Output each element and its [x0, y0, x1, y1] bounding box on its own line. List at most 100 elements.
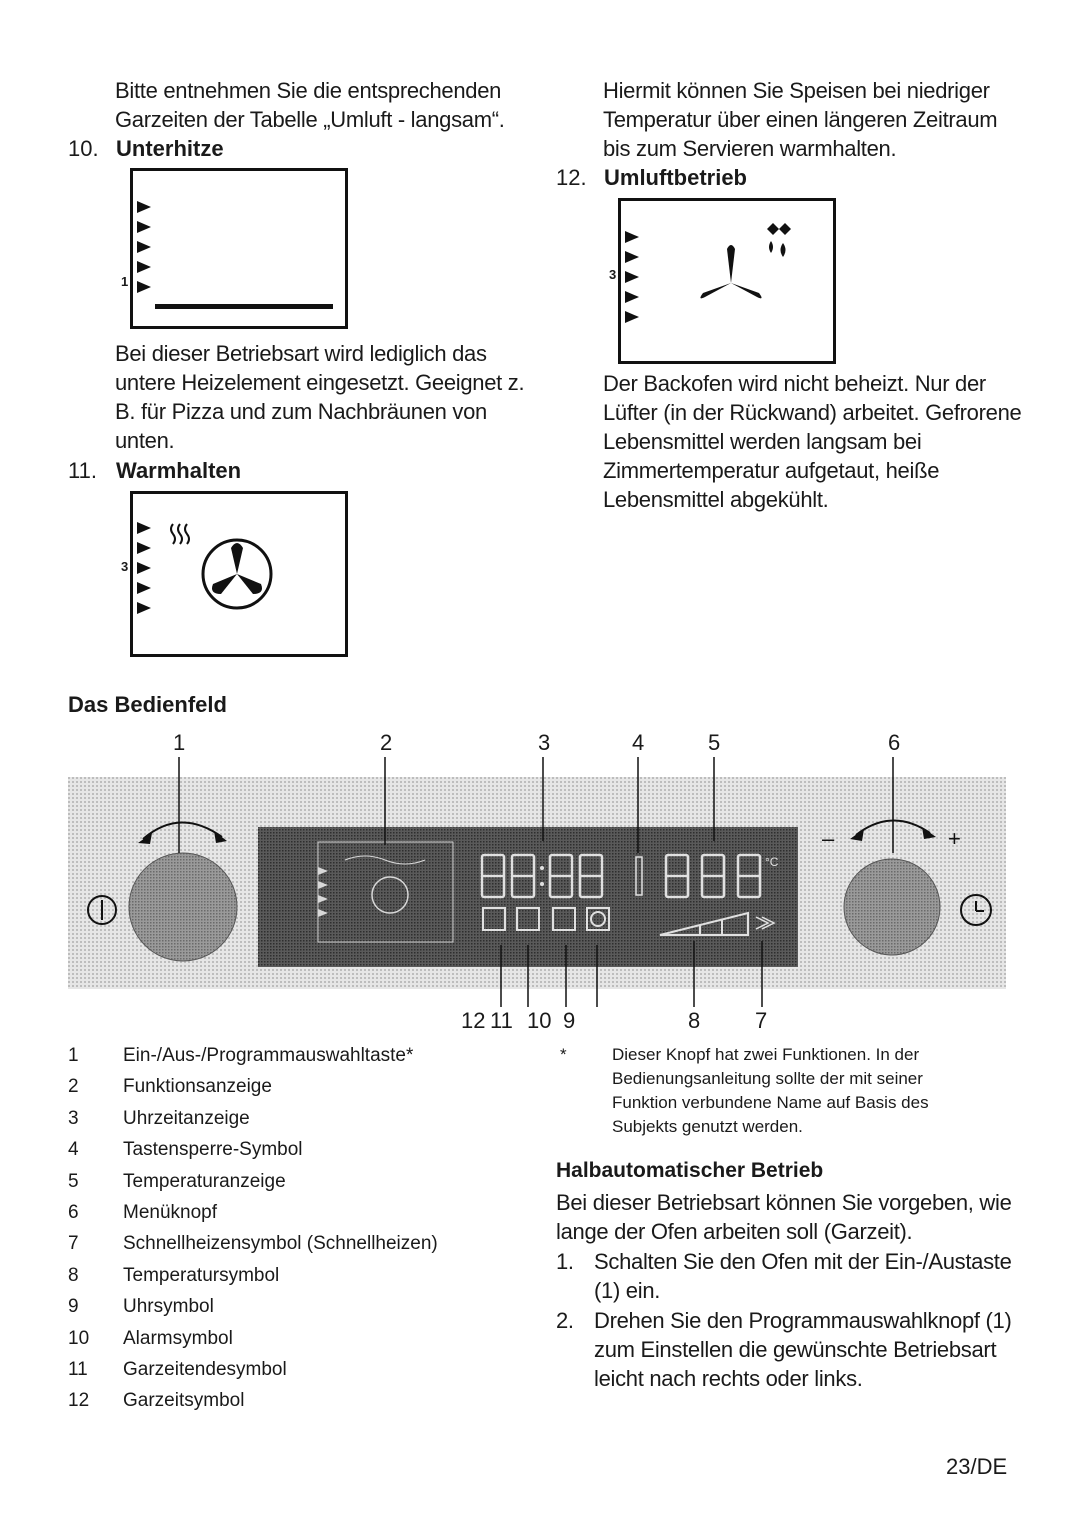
warmhalten-icon	[137, 522, 273, 614]
footnote-mark: *	[560, 1045, 567, 1064]
step-number: 2.	[556, 1308, 574, 1333]
menu-knob	[843, 858, 941, 956]
page-number: 23/DE	[946, 1454, 1008, 1479]
step-number: 1.	[556, 1249, 574, 1274]
legend-label: Ein-/Aus-/Programmauswahltaste*	[123, 1045, 414, 1066]
callout-number-8: 8	[688, 1008, 701, 1033]
callout-number-2: 2	[380, 730, 393, 755]
text-line: Dieser Knopf hat zwei Funktionen. In der	[612, 1045, 920, 1064]
legend-label: Uhrzeitanzeige	[123, 1107, 250, 1129]
text-line: Lebensmittel werden langsam bei	[603, 429, 922, 454]
legend-list: 1 Ein-/Aus-/Programmauswahltaste* 2 Funkti…	[68, 1040, 438, 1417]
legend-number: 2	[68, 1076, 79, 1098]
text-line: Temperatur über einen längeren Zeitraum	[603, 107, 998, 132]
legend-item: 11 Garzeitendesymbol	[68, 1354, 438, 1385]
control-panel-illustration	[68, 757, 1006, 1007]
rotate-arrow-icon	[142, 821, 223, 840]
left-intro: Bitte entnehmen Sie die entsprechenden G…	[115, 76, 505, 134]
legend-item: 1 Ein-/Aus-/Programmauswahltaste*	[68, 1040, 438, 1071]
section-number: 10.	[68, 136, 99, 161]
text-line: lange der Ofen arbeiten soll (Garzeit).	[556, 1219, 913, 1244]
legend-label: Garzeitendesymbol	[123, 1359, 287, 1381]
text-line: Hiermit können Sie Speisen bei niedriger	[603, 78, 990, 103]
legend-label: Schnellheizensymbol (Schnellheizen)	[123, 1233, 438, 1255]
legend-number: 1	[68, 1045, 79, 1066]
legend-label: Temperaturanzeige	[123, 1170, 286, 1192]
legend-label: Tastensperre-Symbol	[123, 1139, 303, 1161]
section-title: Unterhitze	[116, 136, 224, 161]
level-marker: 3	[121, 559, 129, 574]
unterhitze-icon	[137, 201, 333, 309]
section-number: 11.	[68, 458, 97, 483]
cooking-end-icon	[516, 907, 540, 931]
legend-label: Uhrsymbol	[123, 1296, 214, 1318]
program-knob	[128, 852, 238, 962]
level-marker: 3	[609, 267, 617, 282]
text-line: untere Heizelement eingesetzt. Geeignet …	[115, 370, 525, 395]
temperature-bars-icon	[659, 911, 749, 936]
text-line: zum Einstellen die gewünschte Betriebsar…	[594, 1337, 997, 1362]
semi-intro: Bei dieser Betriebsart können Sie vorgeb…	[556, 1188, 1012, 1246]
clock-small-icon	[586, 907, 610, 931]
text-line: Der Backofen wird nicht beheizt. Nur der	[603, 371, 986, 396]
text-line: Bei dieser Betriebsart wird lediglich da…	[115, 341, 487, 366]
section-10-desc: Bei dieser Betriebsart wird lediglich da…	[115, 339, 525, 455]
legend-label: Funktionsanzeige	[123, 1076, 272, 1098]
callout-number-11: 11	[490, 1008, 513, 1033]
legend-item: 4 Tastensperre-Symbol	[68, 1134, 438, 1165]
power-icon	[87, 895, 117, 925]
text-line: Lüfter (in der Rückwand) arbeitet. Gefro…	[603, 400, 1022, 425]
callout-number-3: 3	[538, 730, 551, 755]
callout-number-5: 5	[708, 730, 721, 755]
section-10-heading: 10. Unterhitze	[68, 134, 224, 163]
text-line: leicht nach rechts oder links.	[594, 1366, 863, 1391]
semi-heading: Halbautomatischer Betrieb	[556, 1159, 824, 1182]
callout-number-12: 12	[461, 1008, 486, 1033]
unterhitze-symbol-box: 1	[121, 168, 348, 329]
legend-number: 10	[68, 1327, 90, 1349]
legend-number: 12	[68, 1390, 90, 1412]
legend-label: Alarmsymbol	[123, 1327, 233, 1349]
section-title: Umluftbetrieb	[604, 165, 747, 190]
temp-unit-label: °C	[765, 855, 779, 869]
callout-number-6: 6	[888, 730, 901, 755]
plus-label: +	[948, 826, 961, 851]
semi-step-2: 2. Drehen Sie den Programmauswahlknopf (…	[556, 1306, 1012, 1393]
section-number: 12.	[556, 165, 587, 190]
legend-item: 2 Funktionsanzeige	[68, 1071, 438, 1102]
legend-number: 6	[68, 1202, 79, 1224]
legend-number: 11	[68, 1359, 88, 1381]
callout-number-9: 9	[563, 1008, 576, 1033]
warmhalten-symbol-box: 3	[121, 491, 348, 657]
umluft-symbol-box: 3	[609, 198, 836, 364]
text-line: Subjekts genutzt werden.	[612, 1117, 803, 1136]
level-marker: 1	[121, 274, 129, 289]
text-line: Drehen Sie den Programmauswahlknopf (1)	[594, 1308, 1012, 1333]
legend-label: Garzeitsymbol	[123, 1390, 245, 1412]
text-line: Lebensmittel abgekühlt.	[603, 487, 829, 512]
callout-number-1: 1	[173, 730, 186, 755]
panel-heading: Das Bedienfeld	[68, 692, 227, 717]
minus-label: –	[822, 826, 835, 851]
clock-icon	[960, 894, 992, 926]
legend-item: 6 Menüknopf	[68, 1197, 438, 1228]
cooking-time-icon	[482, 907, 506, 931]
legend-item: 12 Garzeitsymbol	[68, 1385, 438, 1416]
legend-label: Menüknopf	[123, 1202, 218, 1224]
text-line: Garzeiten der Tabelle „Umluft - langsam“…	[115, 107, 505, 132]
section-title: Warmhalten	[116, 458, 242, 483]
right-intro: Hiermit können Sie Speisen bei niedriger…	[603, 76, 998, 163]
umluft-icon	[625, 223, 791, 323]
section-12-desc: Der Backofen wird nicht beheizt. Nur der…	[603, 369, 1022, 514]
text-line: Funktion verbundene Name auf Basis des	[612, 1093, 929, 1112]
section-11-heading: 11. Warmhalten	[68, 456, 241, 485]
legend-number: 4	[68, 1139, 79, 1161]
legend-number: 8	[68, 1264, 79, 1286]
footnote: Dieser Knopf hat zwei Funktionen. In der…	[612, 1043, 929, 1139]
text-line: Bedienungsanleitung sollte der mit seine…	[612, 1069, 923, 1088]
